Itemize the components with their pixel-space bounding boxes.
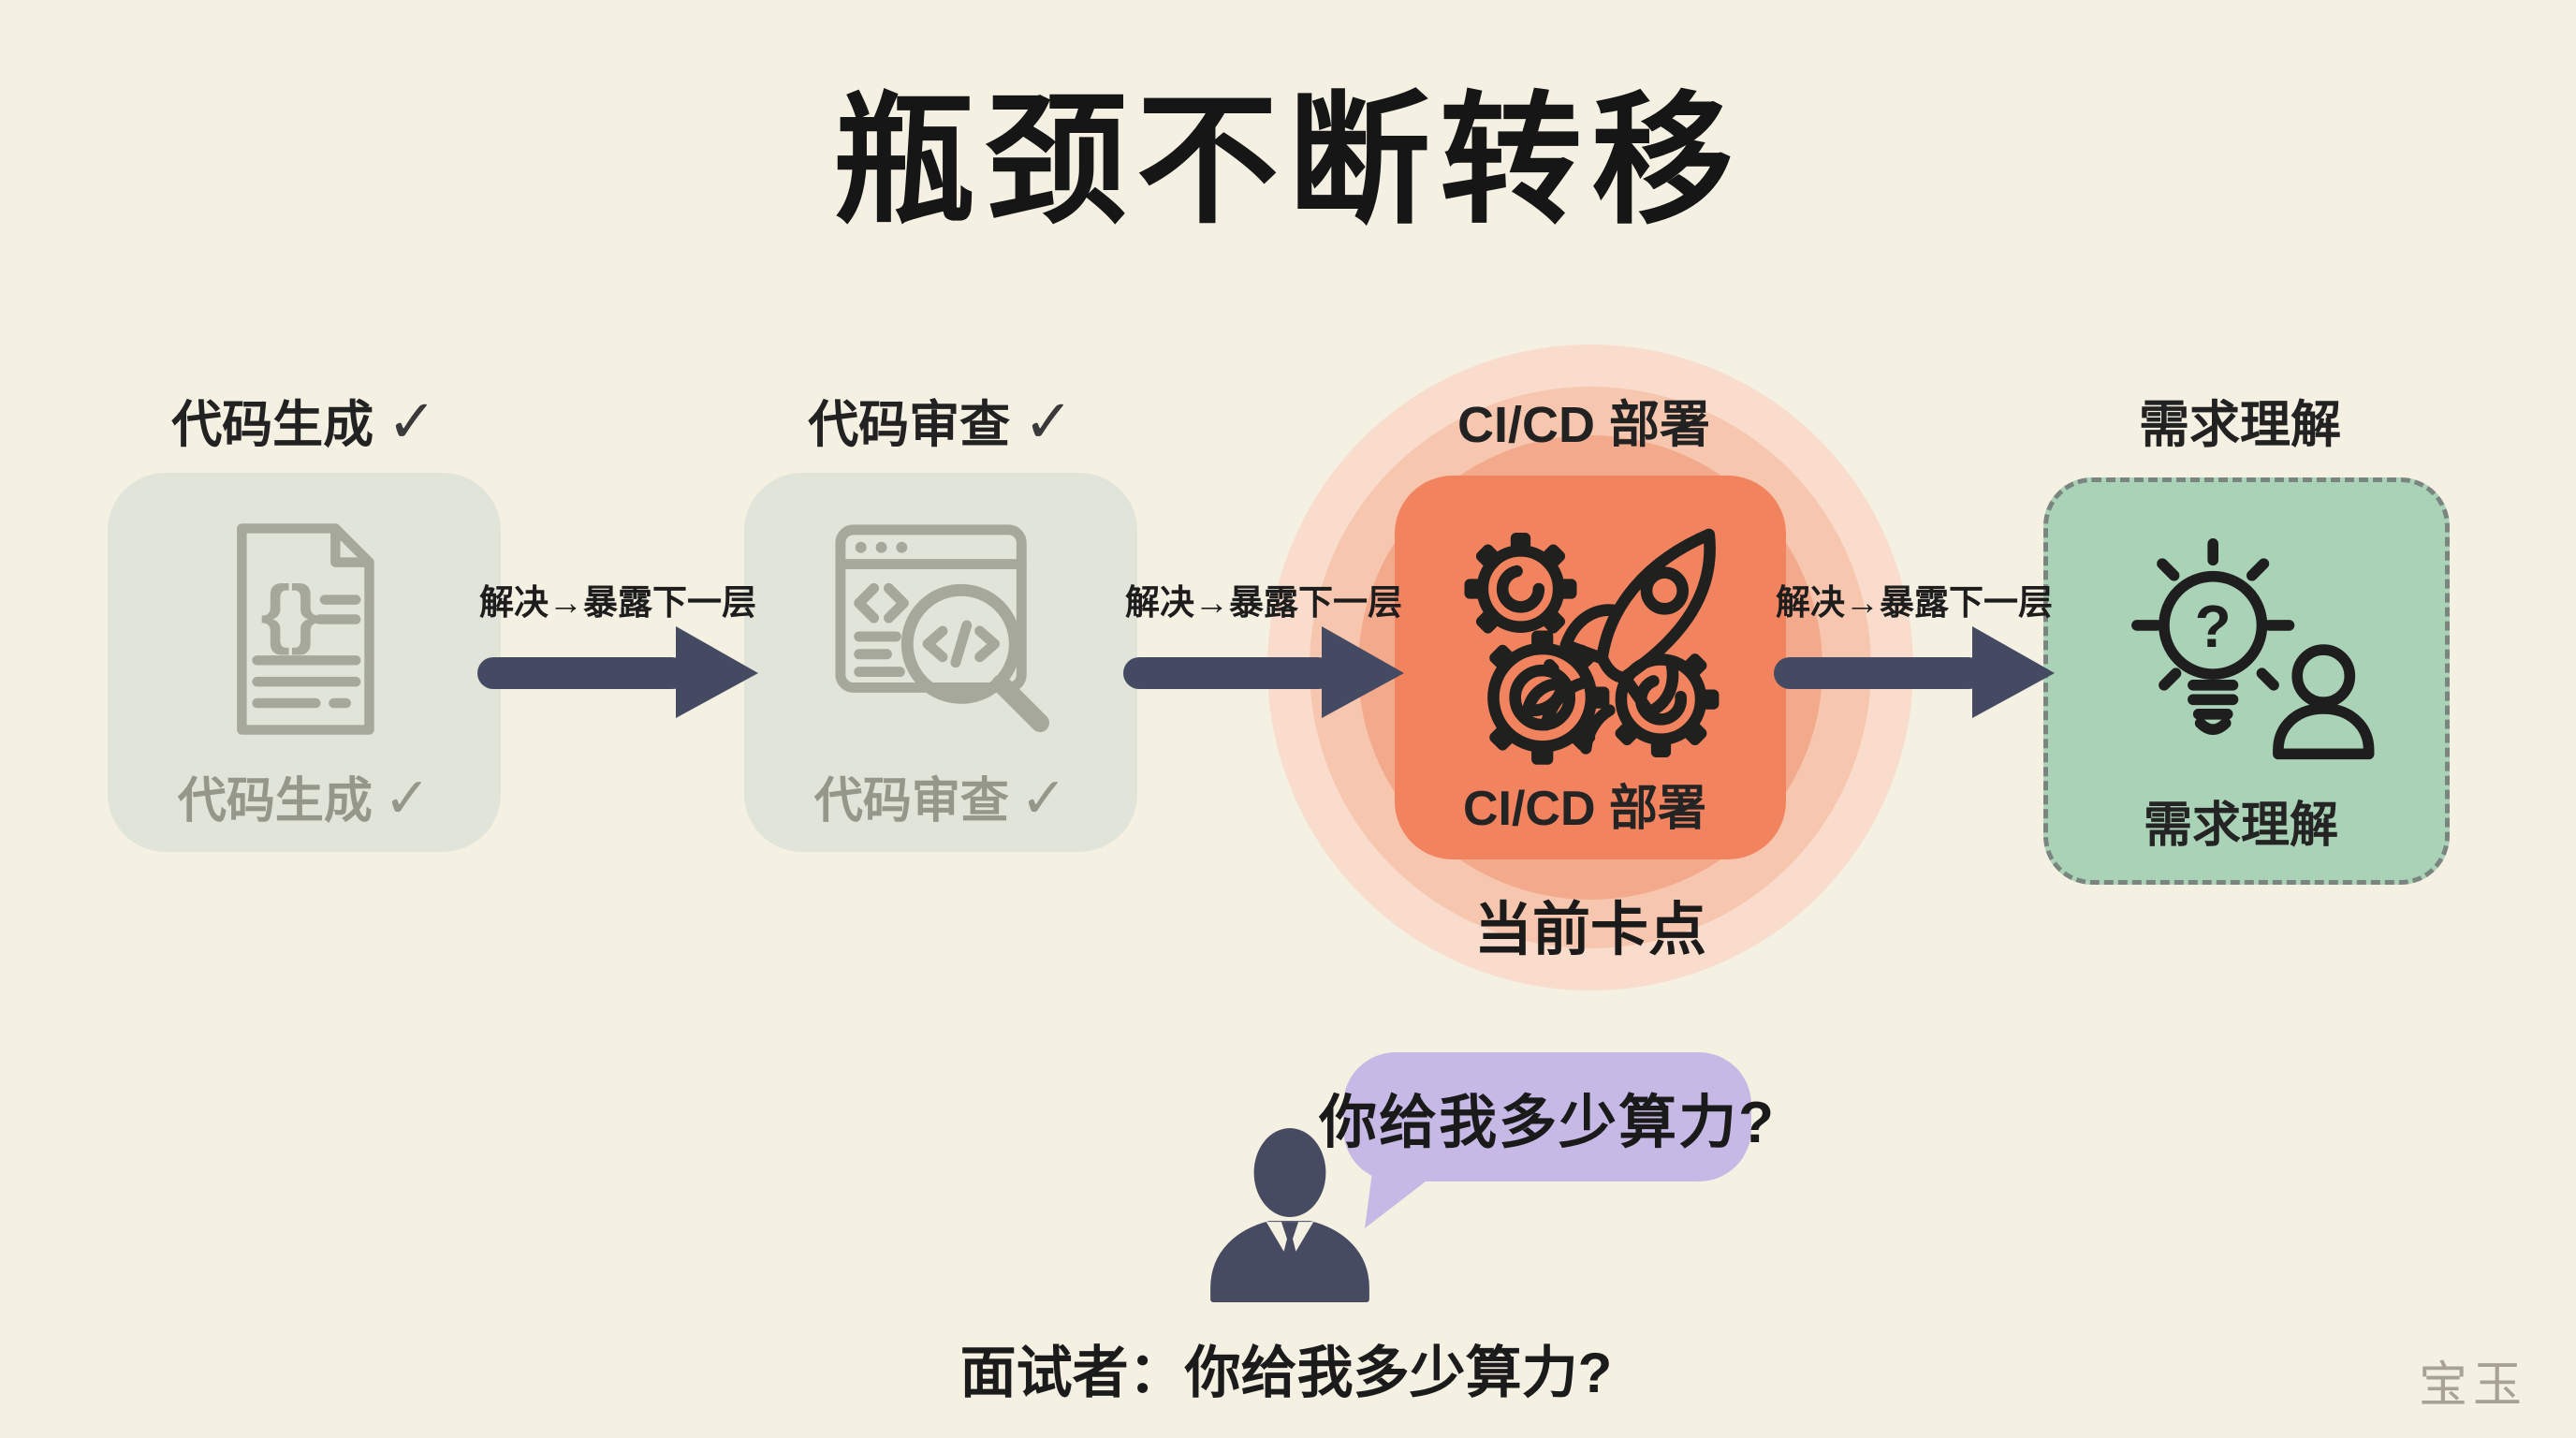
page-title: 瓶颈不断转移 (833, 81, 1743, 241)
speech-bubble: 你给我多少算力? (1319, 1052, 1774, 1181)
stage-title-text: 代码生成 (171, 397, 374, 453)
speech-bubble-tail (1365, 1172, 1438, 1228)
stage-title-text: 需求理解 (2139, 397, 2341, 453)
arrow-group-3: 解决→暴露下一层 (1774, 566, 2055, 740)
check-icon: ✓ (1023, 388, 1074, 455)
stage-title-code-generation: 代码生成✓ (108, 389, 501, 454)
stage-box-code-review: 代码审查✓ (744, 473, 1137, 852)
stage-box-requirements: ? 需求理解 (2043, 477, 2450, 885)
stage-title-cicd: CI/CD 部署 (1395, 389, 1786, 454)
box-label-code-review: 代码审查✓ (813, 767, 1068, 829)
stage-title-text: 代码审查 (808, 397, 1011, 453)
arrow-label: 解决→暴露下一层 (1125, 583, 1402, 622)
right-arrow-icon (1123, 626, 1404, 718)
check-icon: ✓ (387, 388, 437, 455)
right-arrow-icon (1774, 626, 2055, 718)
code-review-icon (835, 524, 1050, 733)
current-bottleneck-label: 当前卡点 (1473, 898, 1706, 962)
question-mark-glyph: ? (2195, 593, 2232, 660)
watermark: 宝玉 (2418, 1358, 2527, 1413)
braces-glyph: {} (260, 570, 320, 655)
check-icon: ✓ (383, 767, 432, 829)
stage-title-text: CI/CD 部署 (1457, 397, 1710, 453)
right-arrow-icon (477, 626, 758, 718)
code-file-icon: {} (237, 523, 374, 735)
arrow-group-1: 解决→暴露下一层 (477, 566, 758, 740)
stage-box-code-generation: {} 代码生成✓ (108, 473, 501, 852)
requirements-lightbulb-person-icon: ? (2131, 538, 2375, 760)
caption-text: 面试者：你给我多少算力? (959, 1342, 1613, 1404)
box-label-requirements: 需求理解 (2143, 799, 2338, 853)
stage-title-code-review: 代码审查✓ (744, 389, 1137, 454)
check-icon: ✓ (1019, 767, 1068, 829)
arrow-group-2: 解决→暴露下一层 (1123, 566, 1404, 740)
cicd-rocket-gears-icon (1464, 528, 1720, 765)
speech-bubble-text: 你给我多少算力? (1319, 1091, 1776, 1155)
arrow-label: 解决→暴露下一层 (479, 583, 756, 622)
stage-title-requirements: 需求理解 (2043, 389, 2450, 454)
stage-box-cicd: CI/CD 部署 (1395, 476, 1786, 859)
interviewer-person-icon (1210, 1128, 1369, 1302)
box-label-cicd: CI/CD 部署 (1462, 782, 1706, 836)
box-label-code-generation: 代码生成✓ (177, 767, 432, 829)
arrow-label: 解决→暴露下一层 (1776, 583, 2053, 622)
